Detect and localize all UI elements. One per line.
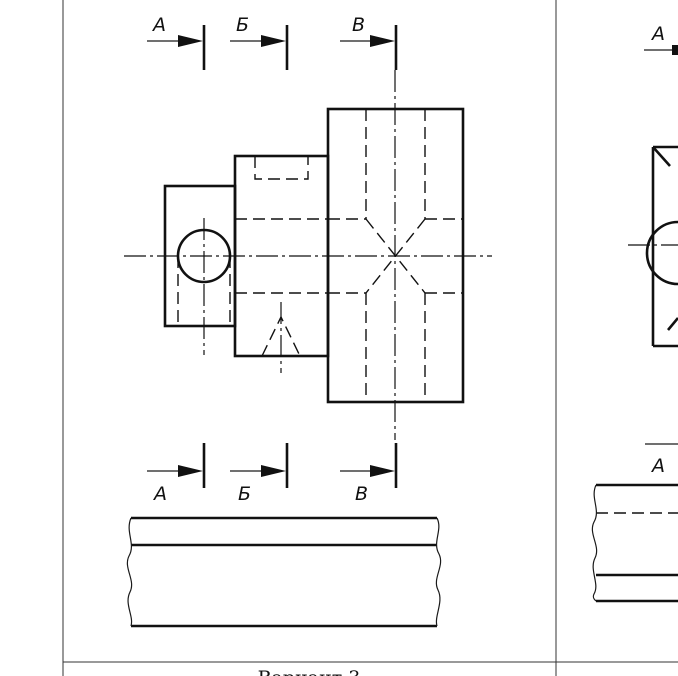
- left-section-markers-bottom: А Б В: [147, 443, 398, 505]
- sheet-frame: [62, 0, 678, 676]
- right-section-label-a-bottom: А: [650, 455, 665, 477]
- front-view-break-left: [126, 517, 133, 627]
- right-figure-partial: А А: [591, 23, 678, 603]
- section-label-a-top: А: [151, 14, 166, 36]
- right-block-corner-top: [652, 146, 671, 167]
- section-label-b-top: Б: [236, 14, 249, 36]
- section-arrow-v-bottom-head: [370, 465, 395, 477]
- right-block-corner-bottom: [667, 317, 678, 331]
- section-label-v-top: В: [352, 14, 365, 36]
- left-section-markers-top: А Б В: [147, 14, 398, 70]
- right-front-break: [591, 484, 598, 602]
- left-figure-top-view: [124, 70, 492, 440]
- section-label-a-bottom: А: [152, 483, 167, 505]
- section-arrow-v-top-head: [370, 35, 395, 47]
- variant-caption: Вариант 3: [258, 667, 361, 676]
- right-section-arrow-top-head: [672, 45, 678, 55]
- section-arrow-a-top-head: [178, 35, 203, 47]
- section-label-v-bottom: В: [355, 483, 368, 505]
- right-section-label-a-top: А: [650, 23, 665, 45]
- right-hole-arc: [645, 220, 678, 286]
- left-figure-front-view: [126, 516, 442, 628]
- middle-block-outline: [233, 154, 330, 358]
- section-arrow-a-bottom-head: [178, 465, 203, 477]
- slot-hidden-outline: [254, 156, 309, 180]
- section-arrow-b-bottom-head: [261, 465, 286, 477]
- front-view-break-right: [435, 517, 442, 627]
- section-arrow-b-top-head: [261, 35, 286, 47]
- section-label-b-bottom: Б: [238, 483, 251, 505]
